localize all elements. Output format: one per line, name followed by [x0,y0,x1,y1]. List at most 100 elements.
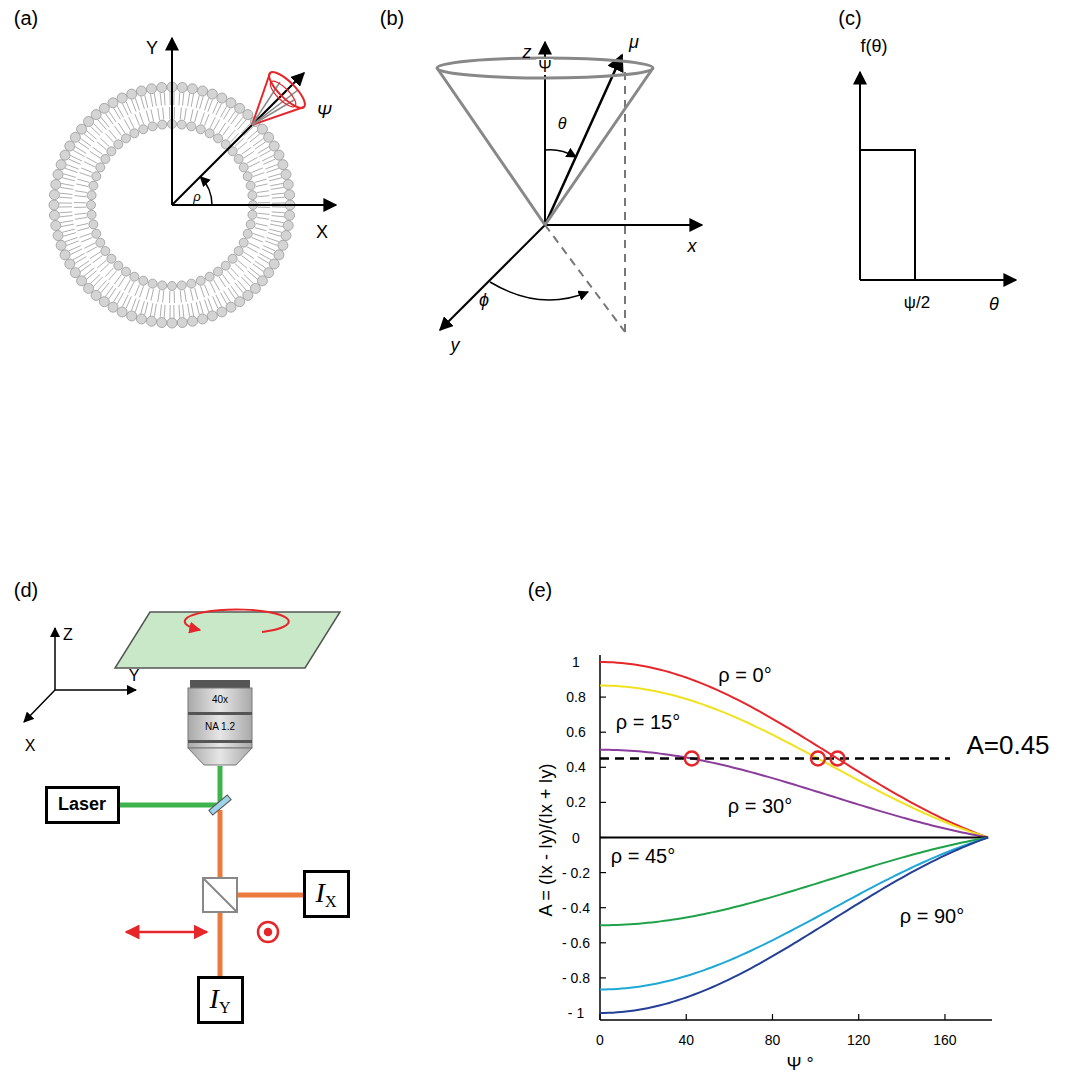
drawing-part [190,109,193,121]
drawing-part [545,224,702,226]
drawing-part [167,318,177,328]
drawing-part [93,147,103,154]
drawing-part [600,942,606,943]
drawing-part [150,303,152,316]
drawing-part [60,250,70,260]
drawing-part [81,264,92,272]
drawing-part [49,210,59,220]
drawing-part [238,280,247,290]
drawing-part [214,267,223,276]
drawing-part [157,82,167,92]
drawing-part [87,191,96,200]
drawing-part [278,160,288,170]
drawing-part [101,117,109,127]
tick-label: 40 [678,1033,694,1047]
drawing-part [157,318,167,328]
drawing-part [163,291,164,303]
drawing-part [65,168,77,172]
drawing-part [122,295,128,307]
drawing-part [860,150,915,280]
drawing-part [599,1014,600,1020]
drawing-part [164,305,166,318]
drawing-part [216,103,222,115]
drawing-part [108,98,118,108]
figure-label: Ψ [536,59,553,75]
drawing-part [600,767,606,768]
tick-label: - 0.8 [562,971,590,985]
drawing-part [265,929,271,935]
drawing-part [92,229,101,238]
drawing-part [62,229,75,232]
figure-label: (b) [380,8,404,28]
light-path [110,766,310,985]
intersection-mark [811,752,825,766]
drawing-part [65,259,75,269]
drawing-part [262,249,274,255]
drawing-part [141,96,145,108]
drawing-part [135,300,139,312]
drawing-part [118,277,125,287]
drawing-part [108,302,118,312]
drawing-part [285,190,295,200]
drawing-part [203,878,237,912]
drawing-part [158,108,160,120]
drawing-part [242,256,252,263]
drawing-part [196,302,199,315]
drawing-part [135,114,140,125]
drawing-part [244,274,253,283]
drawing-part [220,292,226,303]
drawing-part [105,268,113,277]
drawing-part [264,268,274,278]
drawing-part [168,282,177,291]
drawing-part [174,107,175,119]
drawing-part [278,240,288,250]
drawing-part [272,211,285,213]
tick-label: 80 [765,1033,781,1047]
drawing-part [187,279,196,288]
figure-label: X [316,223,328,241]
figure-label: ψ/2 [904,294,930,311]
figure-label: Z [63,627,73,643]
drawing-part [169,92,170,105]
drawing-part [81,237,92,242]
drawing-part [110,803,220,808]
figure-label: (e) [528,580,552,600]
drawing-part [235,103,245,113]
laser-box: Laser [45,786,120,824]
cone-b [437,58,653,225]
drawing-part [141,301,145,313]
drawing-part [255,142,266,149]
drawing-part [136,314,146,324]
drawing-part [89,220,98,229]
drawing-part [124,280,130,290]
drawing-part [131,100,136,112]
drawing-part [195,288,198,300]
drawing-part [859,72,861,280]
figure-label: θ [989,295,999,313]
figure-label: (a) [14,8,38,28]
drawing-part [178,92,180,105]
drawing-part [285,210,295,220]
drawing-part [271,187,284,189]
drawing-part [600,802,606,803]
drawing-part [101,154,110,163]
drawing-part [129,117,134,128]
drawing-part [118,123,125,133]
drawing-part [114,275,121,285]
drawing-part [545,150,576,157]
drawing-part [246,181,255,190]
drawing-part [98,120,107,130]
axes-b [440,42,702,332]
figure-label: Y [146,39,158,57]
figure-label: Ψ [317,103,332,121]
drawing-part [59,202,72,203]
drawing-part [226,98,236,108]
drawing-part [80,233,91,237]
drawing-part [252,73,270,125]
drawing-part [69,246,81,251]
drawing-part [146,110,149,122]
drawing-part [235,893,310,898]
tick-label: 0 [572,831,580,845]
drawing-part [437,58,653,78]
drawing-part [59,211,72,213]
